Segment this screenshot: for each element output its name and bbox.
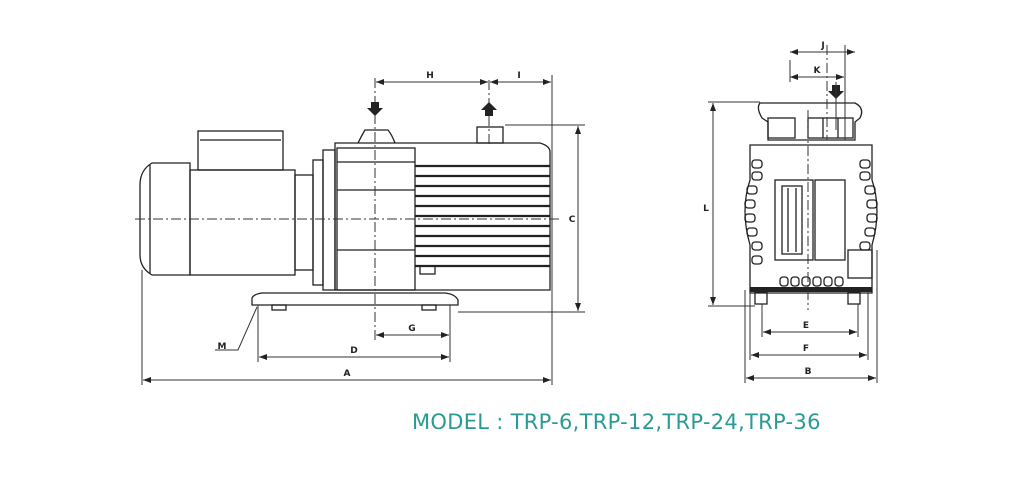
dim-label-c: C — [569, 215, 576, 225]
pump-body — [334, 142, 551, 291]
base-plate-front — [750, 287, 872, 292]
dim-label-f: F — [803, 344, 809, 354]
dim-label-i: I — [517, 71, 520, 81]
terminal-box — [197, 130, 284, 171]
dim-label-b: B — [805, 367, 812, 377]
bottom-ribs — [779, 276, 844, 287]
outlet-arrow-icon — [481, 102, 497, 116]
inlet-port — [357, 129, 396, 144]
cooling-fins — [415, 164, 550, 268]
dim-label-l: L — [703, 204, 709, 214]
side-view: H I C G D A M — [135, 71, 585, 385]
oil-sight-glass — [774, 179, 814, 261]
pump-housing — [744, 144, 878, 294]
dim-label-m: M — [218, 342, 227, 352]
side-ribs — [744, 159, 878, 265]
dim-label-a: A — [344, 369, 351, 379]
motor-end-cap — [139, 162, 191, 276]
dim-label-j: J — [820, 41, 824, 51]
dim-label-h: H — [426, 71, 434, 81]
front-view: L J K E F B — [703, 41, 878, 383]
outlet-port — [476, 126, 504, 144]
dim-label-g: G — [408, 324, 415, 334]
motor-flange — [312, 159, 324, 286]
base-plate — [251, 292, 459, 306]
dim-label-e: E — [803, 321, 809, 331]
top-flange — [757, 102, 863, 141]
dim-label-d: D — [350, 346, 357, 356]
dim-label-k: K — [814, 66, 822, 76]
model-caption: MODEL : TRP-6,TRP-12,TRP-24,TRP-36 — [412, 410, 821, 434]
inlet-arrow-icon — [367, 102, 383, 116]
motor-body — [189, 169, 296, 276]
